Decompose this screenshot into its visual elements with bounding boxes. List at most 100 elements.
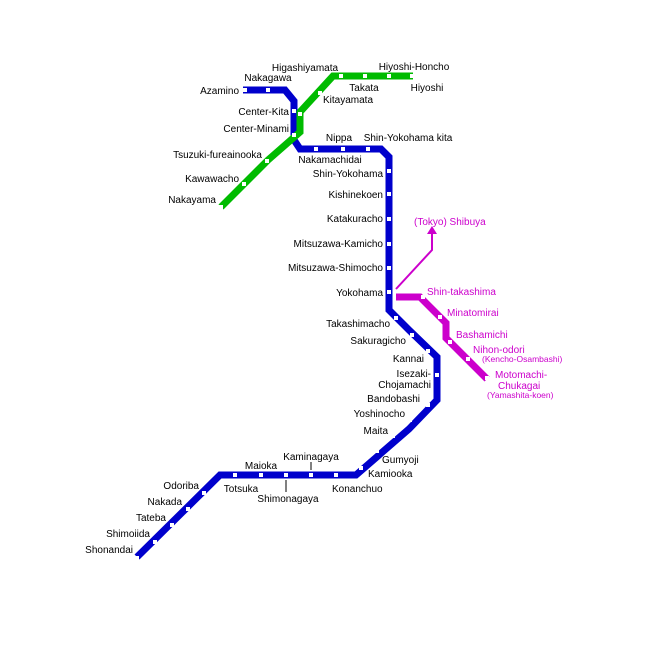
station-marker[interactable] (410, 333, 414, 337)
station-marker[interactable] (387, 192, 391, 196)
station-marker[interactable] (359, 466, 363, 470)
station-label-tateba[interactable]: Tateba (136, 513, 166, 524)
station-label-nakayama[interactable]: Nakayama (168, 195, 216, 206)
station-marker[interactable] (170, 523, 174, 527)
station-label-isezaki-1[interactable]: Isezaki- (397, 369, 431, 380)
station-label-gumyoji[interactable]: Gumyoji (382, 455, 419, 466)
station-label-yamashita-koen[interactable]: (Yamashita-koen) (487, 390, 554, 400)
station-marker[interactable] (202, 491, 206, 495)
station-marker[interactable] (391, 434, 395, 438)
station-marker[interactable] (387, 242, 391, 246)
station-marker[interactable] (266, 88, 270, 92)
station-marker[interactable] (298, 112, 302, 116)
station-marker[interactable] (318, 91, 322, 95)
station-marker[interactable] (284, 473, 288, 477)
station-label-nakagawa[interactable]: Nakagawa (244, 73, 292, 84)
station-label-kaminagaya[interactable]: Kaminagaya (283, 452, 339, 463)
station-label-center-minami[interactable]: Center-Minami (223, 124, 289, 135)
station-label-kitayamata[interactable]: Kitayamata (323, 95, 373, 106)
station-label-nakada[interactable]: Nakada (148, 497, 183, 508)
station-marker[interactable] (265, 159, 269, 163)
station-label-odoriba[interactable]: Odoriba (163, 481, 199, 492)
station-label-higashiyamata[interactable]: Higashiyamata (272, 63, 339, 74)
station-label-motomachi-1[interactable]: Motomachi- (495, 370, 547, 381)
station-marker[interactable] (186, 507, 190, 511)
station-marker[interactable] (448, 340, 452, 344)
station-label-takashimacho[interactable]: Takashimacho (326, 319, 390, 330)
station-label-kawawacho[interactable]: Kawawacho (185, 174, 239, 185)
station-marker[interactable] (219, 205, 223, 209)
station-marker[interactable] (485, 376, 489, 380)
station-marker[interactable] (309, 473, 313, 477)
station-marker[interactable] (387, 290, 391, 294)
station-label-minatomirai[interactable]: Minatomirai (447, 308, 499, 319)
station-marker[interactable] (387, 169, 391, 173)
station-marker[interactable] (292, 133, 296, 137)
station-label-yoshinocho[interactable]: Yoshinocho (354, 409, 406, 420)
station-marker[interactable] (339, 74, 343, 78)
station-marker[interactable] (408, 418, 412, 422)
station-label-mitsuzawa-shimocho[interactable]: Mitsuzawa-Shimocho (288, 263, 383, 274)
station-marker[interactable] (438, 315, 442, 319)
station-label-shin-yokohama-kita[interactable]: Shin-Yokohama kita (364, 133, 453, 144)
station-marker[interactable] (426, 403, 430, 407)
station-marker[interactable] (259, 473, 263, 477)
station-label-motomachi-2[interactable]: Chukagai (498, 381, 540, 392)
station-label-bandobashi[interactable]: Bandobashi (367, 394, 420, 405)
station-label-nakamachidai[interactable]: Nakamachidai (298, 155, 361, 166)
station-marker[interactable] (387, 74, 391, 78)
station-label-konanchuo[interactable]: Konanchuo (332, 484, 383, 495)
station-label-kamiooka[interactable]: Kamiooka (368, 469, 413, 480)
station-label-kencho-osambashi[interactable]: (Kencho-Osambashi) (482, 354, 562, 364)
station-marker[interactable] (421, 295, 425, 299)
station-label-totsuka[interactable]: Totsuka (224, 484, 259, 495)
station-label-sakuragicho[interactable]: Sakuragicho (350, 336, 406, 347)
station-label-hiyoshi-honcho[interactable]: Hiyoshi-Honcho (379, 62, 450, 73)
station-marker[interactable] (375, 449, 379, 453)
station-label-mitsuzawa-kamicho[interactable]: Mitsuzawa-Kamicho (294, 239, 384, 250)
magenta-station-markers (421, 295, 489, 380)
station-marker[interactable] (426, 349, 430, 353)
station-marker[interactable] (394, 316, 398, 320)
station-label-nihon-odori[interactable]: Nihon-odori (473, 345, 525, 356)
station-label-center-kita[interactable]: Center-Kita (238, 107, 289, 118)
station-label-kannai[interactable]: Kannai (393, 354, 424, 365)
station-label-tsuzuki-fureainooka[interactable]: Tsuzuki-fureainooka (173, 150, 262, 161)
station-label-katakuracho[interactable]: Katakuracho (327, 214, 384, 225)
station-label-maita[interactable]: Maita (364, 426, 389, 437)
station-label-isezaki-2[interactable]: Chojamachi (378, 380, 431, 391)
station-label-shimoiida[interactable]: Shimoiida (106, 529, 150, 540)
station-marker[interactable] (341, 147, 345, 151)
station-marker[interactable] (366, 147, 370, 151)
station-marker[interactable] (387, 266, 391, 270)
station-label-shin-yokohama[interactable]: Shin-Yokohama (313, 169, 384, 180)
station-marker[interactable] (387, 217, 391, 221)
green-station-markers (219, 74, 414, 209)
station-marker[interactable] (314, 147, 318, 151)
station-label-shonandai[interactable]: Shonandai (85, 545, 133, 556)
station-marker[interactable] (233, 473, 237, 477)
station-label-yokohama[interactable]: Yokohama (336, 288, 383, 299)
station-marker[interactable] (410, 74, 414, 78)
magenta-line (396, 293, 490, 382)
station-label-shin-takashima[interactable]: Shin-takashima (427, 287, 496, 298)
station-marker[interactable] (435, 373, 439, 377)
shibuya-arrow-icon (427, 226, 437, 234)
station-label-hiyoshi[interactable]: Hiyoshi (411, 83, 444, 94)
station-marker[interactable] (292, 109, 296, 113)
station-label-takata[interactable]: Takata (349, 83, 379, 94)
station-marker[interactable] (243, 88, 247, 92)
station-label-nippa[interactable]: Nippa (326, 133, 353, 144)
station-label-shimonagaya[interactable]: Shimonagaya (257, 494, 319, 505)
station-label-kishinekoen[interactable]: Kishinekoen (329, 190, 383, 201)
station-marker[interactable] (242, 182, 246, 186)
station-label-maioka[interactable]: Maioka (245, 461, 278, 472)
station-marker[interactable] (466, 357, 470, 361)
station-label-azamino[interactable]: Azamino (200, 86, 239, 97)
station-marker[interactable] (153, 540, 157, 544)
station-label-tokyo-shibuya[interactable]: (Tokyo) Shibuya (414, 217, 486, 228)
station-label-bashamichi[interactable]: Bashamichi (456, 330, 508, 341)
station-marker[interactable] (334, 473, 338, 477)
station-marker[interactable] (363, 74, 367, 78)
station-marker[interactable] (135, 556, 139, 560)
